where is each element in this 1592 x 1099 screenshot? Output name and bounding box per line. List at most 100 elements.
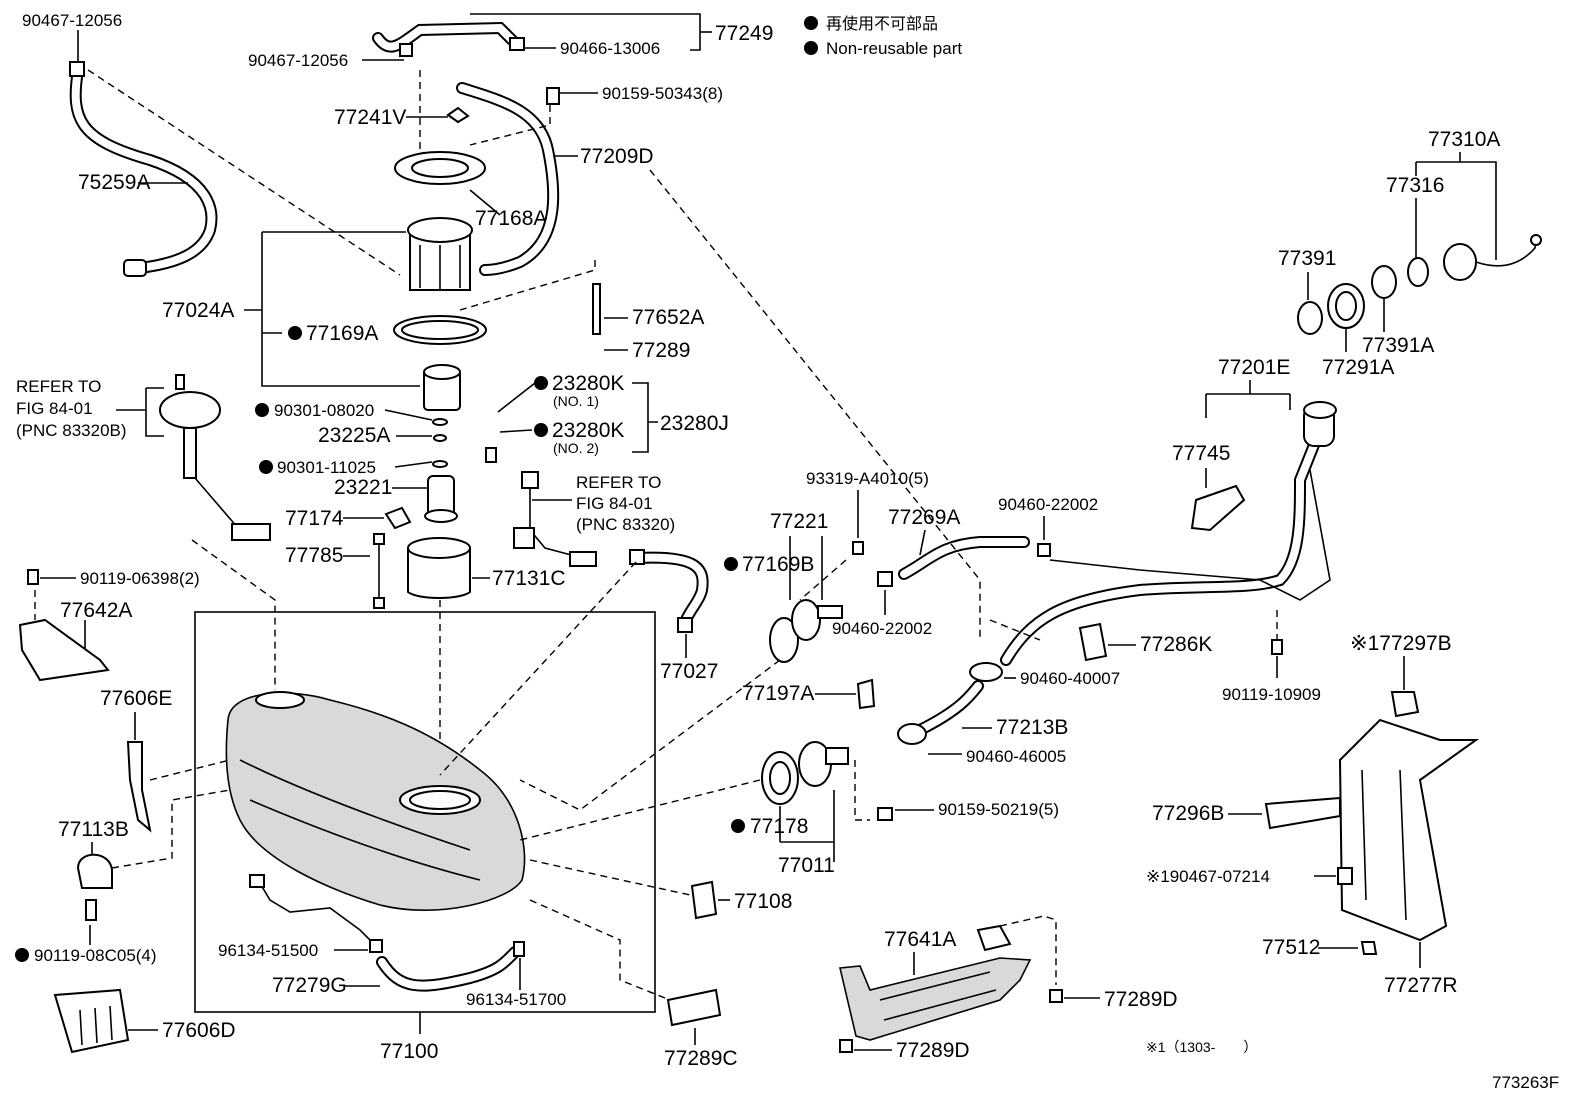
label-23221: 23221	[334, 476, 392, 499]
bracket-77606E	[126, 741, 152, 833]
label-refer-to-2c: (PNC 83320)	[576, 515, 675, 534]
label-77652A: 77652A	[632, 306, 704, 329]
label-77131C: 77131C	[492, 567, 566, 590]
label-77291A: 77291A	[1322, 356, 1394, 379]
label-77168A: 77168A	[475, 207, 547, 230]
label-77391A: 77391A	[1362, 334, 1434, 357]
hose-77279G	[376, 941, 525, 992]
label-90467-07214: ※190467-07214	[1146, 867, 1270, 886]
label-77289D-a: 77289D	[1104, 988, 1178, 1011]
label-90301-08020: 90301-08020	[274, 401, 374, 420]
clip-77289D-a	[1049, 989, 1063, 1003]
label-77745: 77745	[1172, 442, 1230, 465]
label-77269A: 77269A	[888, 506, 960, 529]
bolt-90119-06398	[27, 569, 39, 585]
label-90119-06398: 90119-06398(2)	[80, 569, 200, 588]
protector-77113B	[76, 853, 113, 889]
label-90119-10909: 90119-10909	[1222, 685, 1321, 704]
label-75259A: 75259A	[78, 171, 150, 194]
bracket-77174	[384, 506, 412, 530]
label-77277R: 77277R	[1384, 974, 1458, 997]
reservoir-77131C	[407, 537, 471, 599]
label-23280J: 23280J	[660, 412, 729, 435]
protector-77277R	[1338, 718, 1480, 942]
bracket-77108	[690, 880, 718, 920]
label-77316: 77316	[1386, 174, 1444, 197]
label-77011: 77011	[778, 854, 835, 877]
label-77027: 77027	[660, 660, 718, 683]
fuel-tank-77100	[225, 691, 526, 912]
bracket-77642A	[18, 618, 110, 682]
non-reusable-dot-icon	[534, 376, 548, 390]
hose-77209D	[456, 82, 560, 276]
legend: 再使用不可部品 Non-reusable part	[804, 14, 962, 58]
bolt-90119-08C05	[85, 899, 97, 921]
non-reusable-dot-icon	[731, 819, 745, 833]
label-77213B: 77213B	[996, 716, 1068, 739]
label-90301-11025: 90301-11025	[277, 458, 376, 477]
bracket-77745	[1190, 484, 1246, 532]
harness-77785	[373, 533, 385, 609]
screw-90159-50219	[877, 807, 893, 821]
housing-77291A	[1327, 283, 1365, 329]
label-77174: 77174	[285, 507, 344, 530]
label-23280K-1: 23280K	[552, 372, 624, 395]
label-90467-12056-b: 90467-12056	[248, 51, 348, 70]
non-reusable-dot-icon	[724, 557, 738, 571]
label-90159-50219: 90159-50219(5)	[938, 800, 1059, 819]
fuel-cap-77310A	[1407, 234, 1542, 287]
clamp-77289C	[666, 988, 722, 1027]
hose-77213B	[897, 662, 1003, 745]
label-93319-A4010: 93319-A4010(5)	[806, 469, 929, 488]
legend-text-jp: 再使用不可部品	[826, 14, 938, 33]
label-refer-to-2b: FIG 84-01	[576, 494, 653, 513]
hose-77269A	[877, 536, 1051, 587]
label-77241V: 77241V	[334, 106, 406, 129]
legend-text-en: Non-reusable part	[826, 39, 962, 58]
fuel-sender-gauge	[159, 374, 271, 541]
label-77297B: ※177297B	[1350, 632, 1452, 655]
label-77642A: 77642A	[60, 599, 132, 622]
diagram-id: 773263F	[1492, 1073, 1559, 1092]
label-77279G: 77279G	[272, 974, 347, 997]
label-77024A: 77024A	[162, 299, 234, 322]
pipe-77652A	[592, 283, 601, 335]
label-77286K: 77286K	[1140, 633, 1212, 656]
non-reusable-dot-icon	[534, 423, 548, 437]
non-reusable-dot-icon	[288, 326, 302, 340]
filler-pipe-77201E	[1000, 401, 1337, 666]
label-77249: 77249	[715, 22, 773, 45]
label-90460-46005: 90460-46005	[966, 747, 1066, 766]
non-reusable-dot-icon	[15, 948, 29, 962]
label-77391: 77391	[1278, 247, 1336, 270]
label-23280K-2: 23280K	[552, 419, 624, 442]
sub-pump-77221	[769, 599, 843, 663]
clamp-77286K	[1078, 622, 1108, 662]
label-90466-13006: 90466-13006	[560, 39, 660, 58]
clip-77289D-b	[839, 1039, 853, 1053]
label-77606E: 77606E	[100, 687, 172, 710]
label-refer-to-1c: (PNC 83320B)	[16, 421, 127, 440]
non-reusable-dot-icon	[804, 16, 818, 30]
label-77289D-b: 77289D	[896, 1039, 970, 1062]
label-77169A: 77169A	[306, 322, 378, 345]
label-77197A: 77197A	[742, 682, 814, 705]
label-90119-08C05: 90119-08C05(4)	[34, 946, 157, 965]
bolt-90119-10909	[1271, 639, 1283, 655]
label-77641A: 77641A	[884, 928, 956, 951]
clip-90467-07214	[1337, 867, 1353, 885]
label-77785: 77785	[285, 544, 343, 567]
footnote: ※1（1303- ）	[1146, 1039, 1257, 1055]
bracket-77296B	[1264, 796, 1341, 830]
non-reusable-dot-icon	[259, 460, 273, 474]
wire-harness	[513, 471, 597, 567]
label-refer-to-2a: REFER TO	[576, 473, 661, 492]
label-77169B: 77169B	[742, 553, 814, 576]
gasket-77391	[1297, 301, 1323, 335]
label-77296B: 77296B	[1152, 802, 1224, 825]
hose-77249	[372, 21, 525, 57]
label-77289: 77289	[632, 339, 690, 362]
label-77108: 77108	[734, 890, 792, 913]
label-90460-40007: 90460-40007	[1020, 669, 1120, 688]
